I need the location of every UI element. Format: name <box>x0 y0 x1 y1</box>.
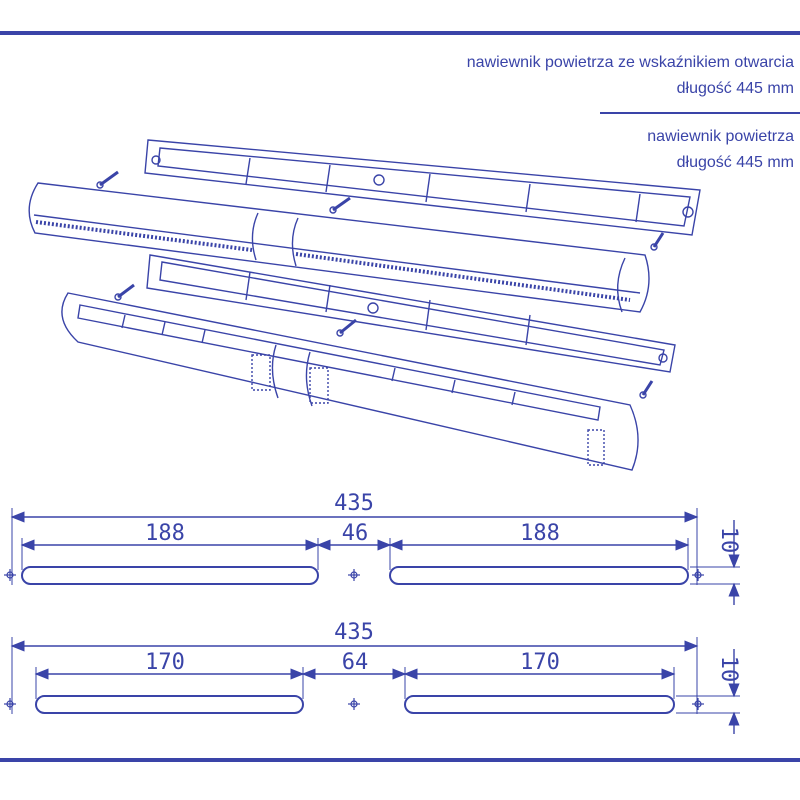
top-rule <box>0 31 800 35</box>
slot-right <box>389 566 689 585</box>
screw-hole-markers <box>4 569 704 581</box>
vent-tube-with-indicator <box>61 292 639 471</box>
screw-hole-markers <box>4 698 704 710</box>
slot-left <box>21 566 319 585</box>
mounting-plate-bottom <box>146 254 676 373</box>
dim-right-slot: 170 <box>520 650 560 675</box>
product-a-name: nawiewnik powietrza ze wskaźnikiem otwar… <box>466 54 794 71</box>
dim-gap: 64 <box>342 650 369 675</box>
dim-total: 435 <box>334 491 374 516</box>
bottom-rule <box>0 758 800 762</box>
dim-height: 10 <box>716 527 741 554</box>
caption-divider <box>600 112 800 114</box>
dim-right-slot: 188 <box>520 521 560 546</box>
mounting-plate-top <box>144 139 701 236</box>
dim-left-slot: 188 <box>145 521 185 546</box>
product-b-length: długość 445 mm <box>676 154 794 171</box>
dim-height: 10 <box>716 656 741 683</box>
slot-drawing-b: 435 170 64 170 10 <box>4 620 741 734</box>
exploded-view-illustration <box>28 139 701 471</box>
product-a-length: długość 445 mm <box>676 80 794 97</box>
slot-drawing-a: 435 188 46 188 10 <box>4 491 741 605</box>
vent-tube-plain <box>28 182 650 313</box>
dim-left-slot: 170 <box>145 650 185 675</box>
slot-left <box>35 695 304 714</box>
screws <box>96 170 665 399</box>
slot-right <box>404 695 675 714</box>
product-b-name: nawiewnik powietrza <box>647 128 794 145</box>
dim-total: 435 <box>334 620 374 645</box>
product-a-caption: nawiewnik powietrza ze wskaźnikiem otwar… <box>467 50 794 102</box>
product-b-caption: nawiewnik powietrza długość 445 mm <box>647 124 794 176</box>
dim-gap: 46 <box>342 521 369 546</box>
